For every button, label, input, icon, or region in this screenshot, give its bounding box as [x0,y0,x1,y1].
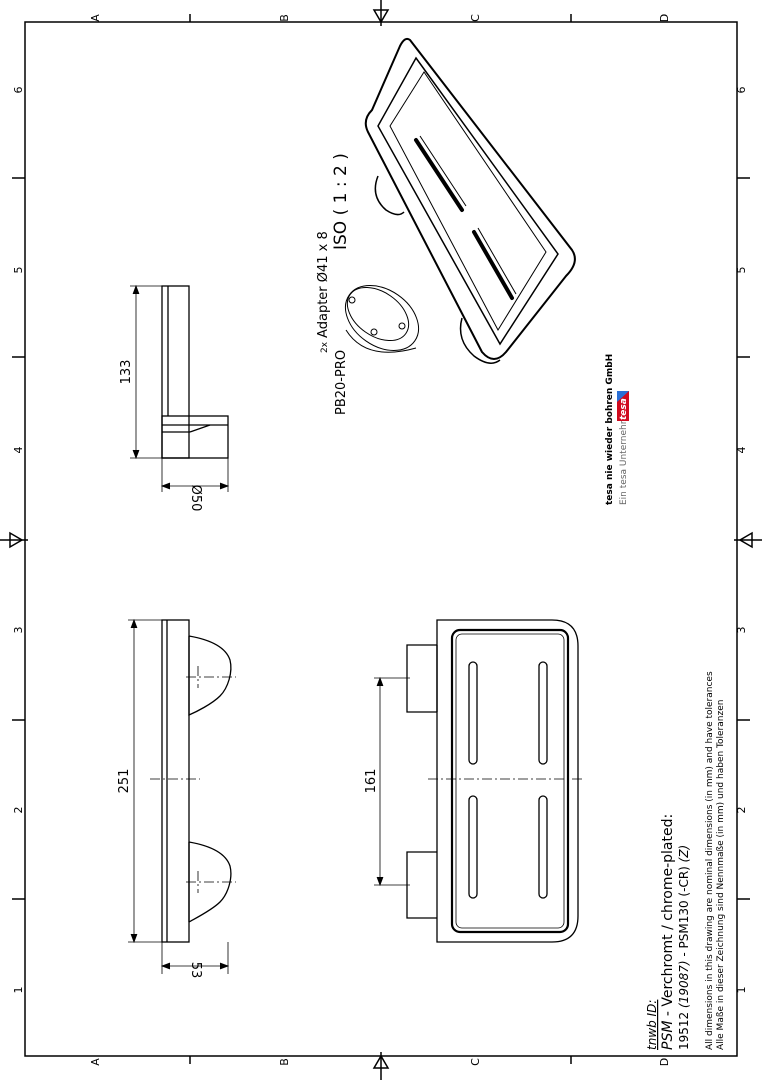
side-view [130,284,230,492]
zone-letter: A [89,1058,102,1066]
company-name: tesa nie wieder bohren GmbH [605,354,615,505]
adapter-text: Adapter Ø41 x 8 [316,231,331,338]
zone-number: 4 [12,447,25,454]
zone-letter: D [658,1058,671,1066]
drawing-frame [24,21,738,1057]
adapter-label: 2x Adapter Ø41 x 8 [316,231,331,353]
adapter-sketch [345,285,419,353]
zone-letter: B [278,1058,291,1066]
zone-letter: D [658,14,671,22]
top-view [128,618,236,974]
article-alt-number: (19087) [677,960,691,1008]
isometric-view [364,37,576,364]
tolerance-note-de: Alle Maße in dieser Zeichnung sind Nennm… [716,700,726,1050]
zone-numbers-left: 1 2 3 4 5 6 [12,87,25,994]
zone-number: 1 [12,987,25,994]
dim-depth-label: 53 [188,962,203,979]
dim-height-label: 133 [119,360,134,385]
dim-spacing-label: 161 [364,769,379,794]
tesa-logo-stripe [617,391,629,402]
adapter-part-number: PB20-PRO [334,350,349,415]
title-line-2: 19512 (19087) - PSM130 (-CR) (Z) [677,845,691,1050]
model-suffix: (Z) [677,845,691,863]
zone-number: 6 [735,87,748,94]
title-line-1: PSM - Verchromt / chrome-plated: [660,814,676,1050]
zone-number: 6 [12,87,25,94]
zone-number: 4 [735,447,748,454]
zone-numbers-right: 1 2 3 4 5 6 [735,87,748,994]
zone-ticks [12,14,750,1064]
zone-letters-bottom: A B C D [89,1058,671,1066]
company-subtitle: Ein tesa Unternehmen [619,404,629,505]
zone-number: 3 [12,627,25,634]
zone-letter: C [469,1058,482,1066]
tesa-logo: tesa [617,391,629,421]
title-line-1-series: PSM [660,1021,676,1050]
tolerance-note-en: All dimensions in this drawing are nomin… [705,671,715,1050]
dim-length-label: 251 [117,769,132,794]
dim-diameter-label: Ø50 [188,485,203,512]
title-line-1-finish: - Verchromt / chrome-plated: [660,814,676,1021]
zone-letters-top: A B C D [89,14,671,22]
id-label: tnwb ID: [645,1000,659,1050]
zone-number: 5 [12,267,25,274]
adapter-qty-prefix: 2x [320,341,330,353]
zone-letter: C [469,14,482,22]
tesa-logo-text: tesa [619,398,629,420]
article-number: 19512 [677,1008,691,1050]
zone-number: 3 [735,627,748,634]
model-number: - PSM130 (-CR) [677,862,691,960]
zone-letter: A [89,14,102,22]
zone-number: 5 [735,267,748,274]
zone-number: 2 [735,807,748,814]
scale-label: ISO ( 1 : 2 ) [331,153,351,250]
zone-number: 2 [12,807,25,814]
front-view [374,619,585,943]
zone-number: 1 [735,987,748,994]
title-block: tnwb ID: PSM - Verchromt / chrome-plated… [645,671,726,1050]
zone-letter: B [278,14,291,22]
